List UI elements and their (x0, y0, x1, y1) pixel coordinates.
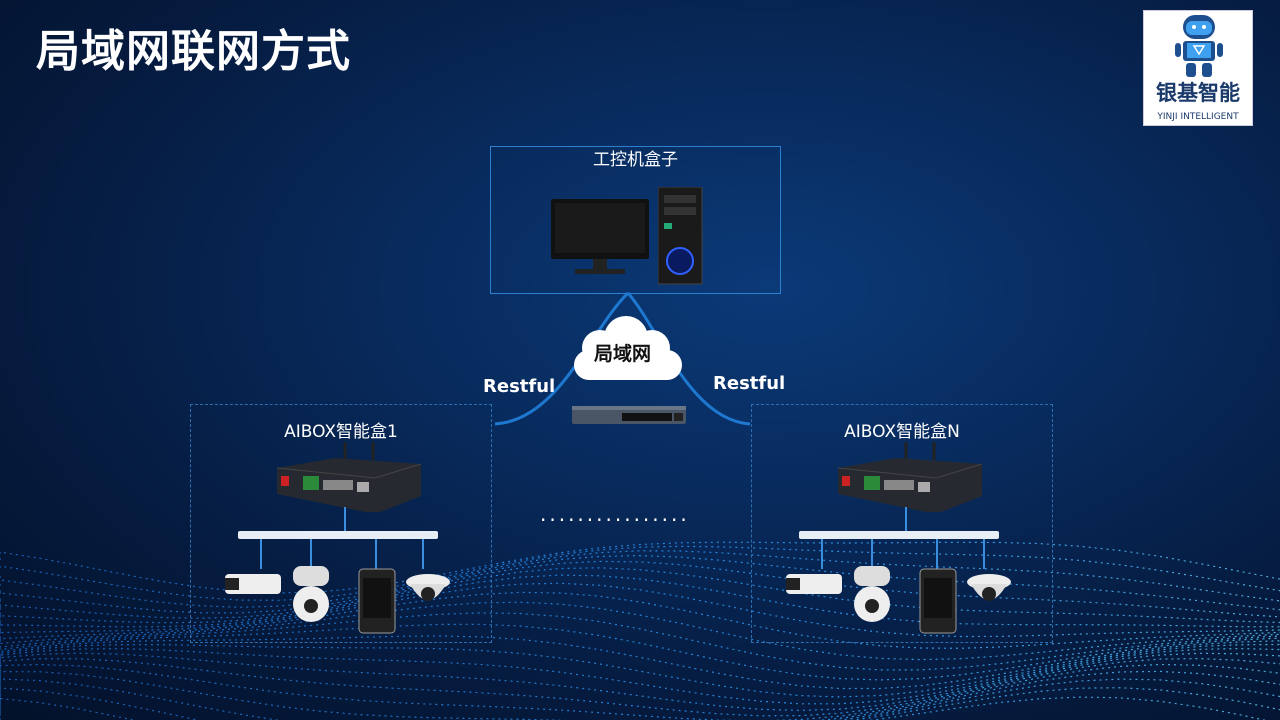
aibox-device-icon (276, 442, 422, 512)
wave-particles-background (0, 541, 1280, 720)
cloud-icon (574, 316, 682, 380)
dome-camera-icon (406, 574, 450, 601)
pc-tower-icon (658, 187, 703, 285)
ptz-camera-icon (293, 566, 329, 622)
aibox-right-label: AIBOX智能盒N (844, 422, 960, 442)
camera-link (936, 539, 938, 569)
dome-camera-icon (967, 574, 1011, 601)
page-title: 局域网联网方式 (36, 26, 351, 77)
restful-label-left: Restful (483, 376, 556, 397)
aibox-group-left: AIBOX智能盒1 (190, 404, 492, 643)
camera-link (310, 539, 312, 569)
left-poe-bus (238, 531, 438, 539)
server-box-label: 工控机盒子 (593, 150, 678, 170)
network-switch-icon (572, 406, 686, 424)
face-terminal-icon (919, 568, 957, 634)
ptz-camera-icon (854, 566, 890, 622)
right-poe-bus (799, 531, 999, 539)
camera-link (983, 539, 985, 569)
camera-link (821, 539, 823, 569)
monitor-icon (551, 199, 649, 274)
logo-text-cn: 银基智能 (1156, 81, 1240, 105)
robot-icon (1175, 15, 1223, 77)
aibox-uplink (344, 507, 346, 532)
bullet-camera-icon (786, 574, 842, 594)
bullet-camera-icon (225, 574, 281, 594)
face-terminal-icon (358, 568, 396, 634)
camera-link (375, 539, 377, 569)
aibox-uplink (905, 507, 907, 532)
logo-text-en: YINJI INTELLIGENT (1157, 112, 1239, 122)
camera-link (422, 539, 424, 569)
ellipsis: ················ (540, 508, 690, 532)
aibox-group-right: AIBOX智能盒N (751, 404, 1053, 643)
aibox-device-icon (837, 442, 983, 512)
server-box: 工控机盒子 (490, 146, 781, 294)
aibox-left-label: AIBOX智能盒1 (284, 422, 398, 442)
restful-label-right: Restful (713, 373, 786, 394)
camera-link (871, 539, 873, 569)
network-label: 局域网 (594, 343, 652, 365)
company-logo: 银基智能 YINJI INTELLIGENT (1143, 10, 1253, 126)
camera-link (260, 539, 262, 569)
